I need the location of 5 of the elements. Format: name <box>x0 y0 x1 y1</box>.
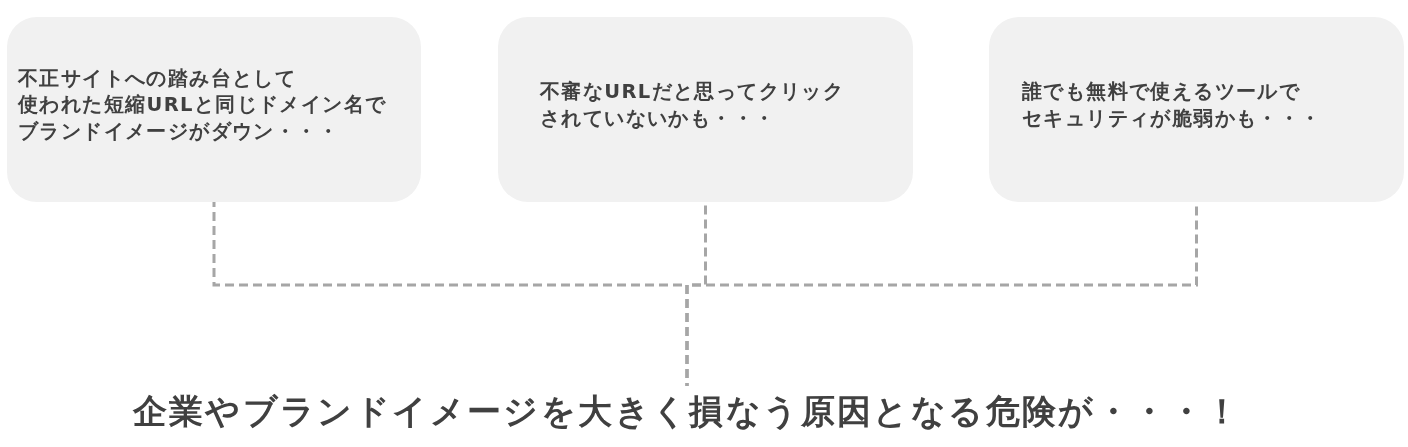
rounded-box <box>7 17 421 202</box>
box-text: 不審なURLだと思ってクリックされていないかも・・・ <box>540 79 845 132</box>
box-text: 誰でも無料で使えるツールでセキュリティが脆弱かも・・・ <box>1022 79 1322 132</box>
conclusion-text: 企業やブランドイメージを大きく損なう原因となる危険が・・・！ <box>132 386 1242 436</box>
box-text: 不正サイトへの踏み台として使われた短縮URLと同じドメイン名でブランドイメージがダウン・・・ <box>18 65 387 145</box>
